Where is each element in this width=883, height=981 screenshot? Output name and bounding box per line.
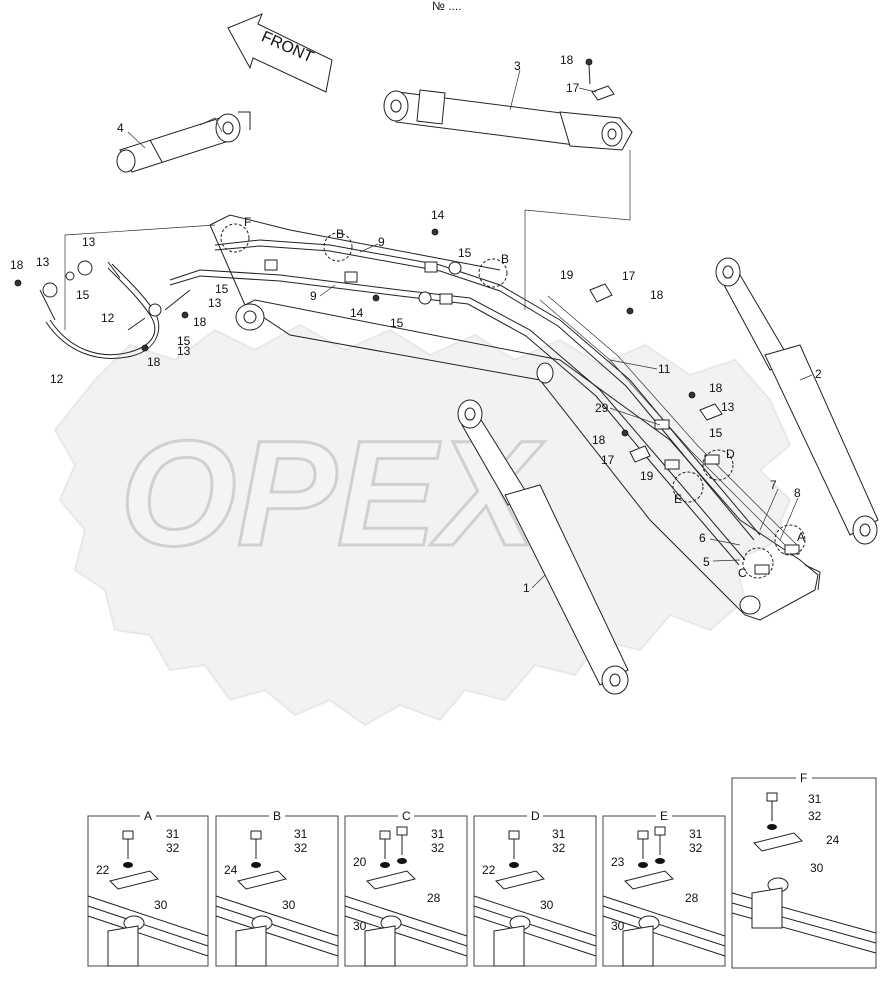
callout-5: 5	[703, 555, 710, 569]
cylinder-2	[715, 257, 879, 545]
callout-13: 13	[177, 344, 191, 358]
callout-1: 1	[523, 581, 530, 595]
callout-15: 15	[709, 426, 723, 440]
detail-callout: 23	[611, 855, 625, 869]
detail-callout: 30	[810, 861, 824, 875]
callout-18: 18	[560, 53, 574, 67]
callout-6: 6	[699, 531, 706, 545]
detail-callout: 32	[294, 841, 308, 855]
hoses-12	[14, 224, 216, 359]
callout-11: 11	[658, 362, 671, 376]
detail-views: A31322230B31322430C3132202830D31322230E3…	[87, 770, 877, 969]
detail-callout: 30	[540, 898, 554, 912]
boom	[209, 214, 821, 621]
detail-callout: 32	[431, 841, 445, 855]
callout-15: 15	[76, 288, 90, 302]
leader-lines	[127, 69, 813, 589]
callout-12: 12	[101, 311, 115, 325]
callout-18: 18	[650, 288, 664, 302]
callout-17: 17	[566, 81, 580, 95]
callout-18: 18	[147, 355, 161, 369]
detail-callout: 31	[431, 827, 445, 841]
detail-callout: 31	[552, 827, 566, 841]
detail-callout: 31	[166, 827, 180, 841]
detail-callout: 32	[166, 841, 180, 855]
callout-13: 13	[82, 235, 96, 249]
callout-18: 18	[709, 381, 723, 395]
callout-13: 13	[721, 400, 735, 414]
callout-18: 18	[10, 258, 24, 272]
detail-callout: 22	[482, 863, 496, 877]
clamp-parts-right	[589, 283, 800, 575]
detail-title: E	[660, 809, 668, 823]
detail-callout: 30	[154, 898, 168, 912]
detail-callout: 30	[353, 919, 367, 933]
detail-callout: 31	[808, 792, 822, 806]
detail-label-B: B	[336, 227, 344, 241]
callout-14: 14	[431, 208, 445, 222]
detail-label-D: D	[726, 447, 735, 461]
detail-callout: 31	[689, 827, 703, 841]
detail-callout: 32	[808, 809, 822, 823]
detail-label-E: E	[674, 492, 682, 506]
callout-8: 8	[794, 486, 801, 500]
detail-title: B	[273, 809, 281, 823]
detail-title: C	[402, 809, 411, 823]
callouts: 4 3 18 17 2 1 14 15 9 9 14 15 F B B 18 1…	[10, 53, 822, 595]
sheet-mark: № ....	[432, 0, 462, 13]
callout-15: 15	[177, 334, 191, 348]
callout-17: 17	[601, 453, 615, 467]
detail-callout: 20	[353, 855, 367, 869]
callout-13: 13	[208, 296, 222, 310]
detail-callout: 24	[224, 863, 238, 877]
callout-14: 14	[350, 306, 364, 320]
detail-title: D	[531, 809, 540, 823]
cylinder-4	[116, 111, 251, 173]
detail-callout: 32	[689, 841, 703, 855]
callout-18: 18	[592, 433, 606, 447]
callout-19: 19	[640, 469, 654, 483]
callout-4: 4	[117, 121, 124, 135]
callout-9: 9	[378, 235, 385, 249]
callout-19: 19	[560, 268, 574, 282]
callout-17: 17	[622, 269, 636, 283]
callout-12: 12	[50, 372, 64, 386]
callout-29: 29	[595, 401, 609, 415]
cylinder-1	[457, 399, 629, 695]
detail-markers	[220, 223, 806, 579]
detail-callout: 32	[552, 841, 566, 855]
detail-label-B: B	[501, 252, 509, 266]
detail-label-F: F	[244, 215, 251, 229]
detail-callout: 30	[611, 919, 625, 933]
detail-callout: 28	[685, 891, 699, 905]
callout-2: 2	[815, 367, 822, 381]
callout-15: 15	[390, 316, 404, 330]
detail-label-A: A	[797, 530, 805, 544]
callout-15: 15	[215, 282, 229, 296]
detail-callout: 30	[282, 898, 296, 912]
callout-13: 13	[36, 255, 50, 269]
detail-title: F	[800, 771, 807, 785]
detail-label-C: C	[738, 566, 747, 580]
front-arrow: FRONT	[227, 13, 333, 93]
detail-callout: 28	[427, 891, 441, 905]
callout-18: 18	[193, 315, 207, 329]
detail-callout: 31	[294, 827, 308, 841]
detail-title: A	[144, 809, 152, 823]
callout-9: 9	[310, 289, 317, 303]
callout-3: 3	[514, 59, 521, 73]
detail-callout: 24	[826, 833, 840, 847]
callout-15: 15	[458, 246, 472, 260]
detail-callout: 22	[96, 863, 110, 877]
watermark: OPEX	[53, 323, 792, 727]
callout-7: 7	[770, 478, 777, 492]
cylinder-3	[383, 58, 633, 310]
